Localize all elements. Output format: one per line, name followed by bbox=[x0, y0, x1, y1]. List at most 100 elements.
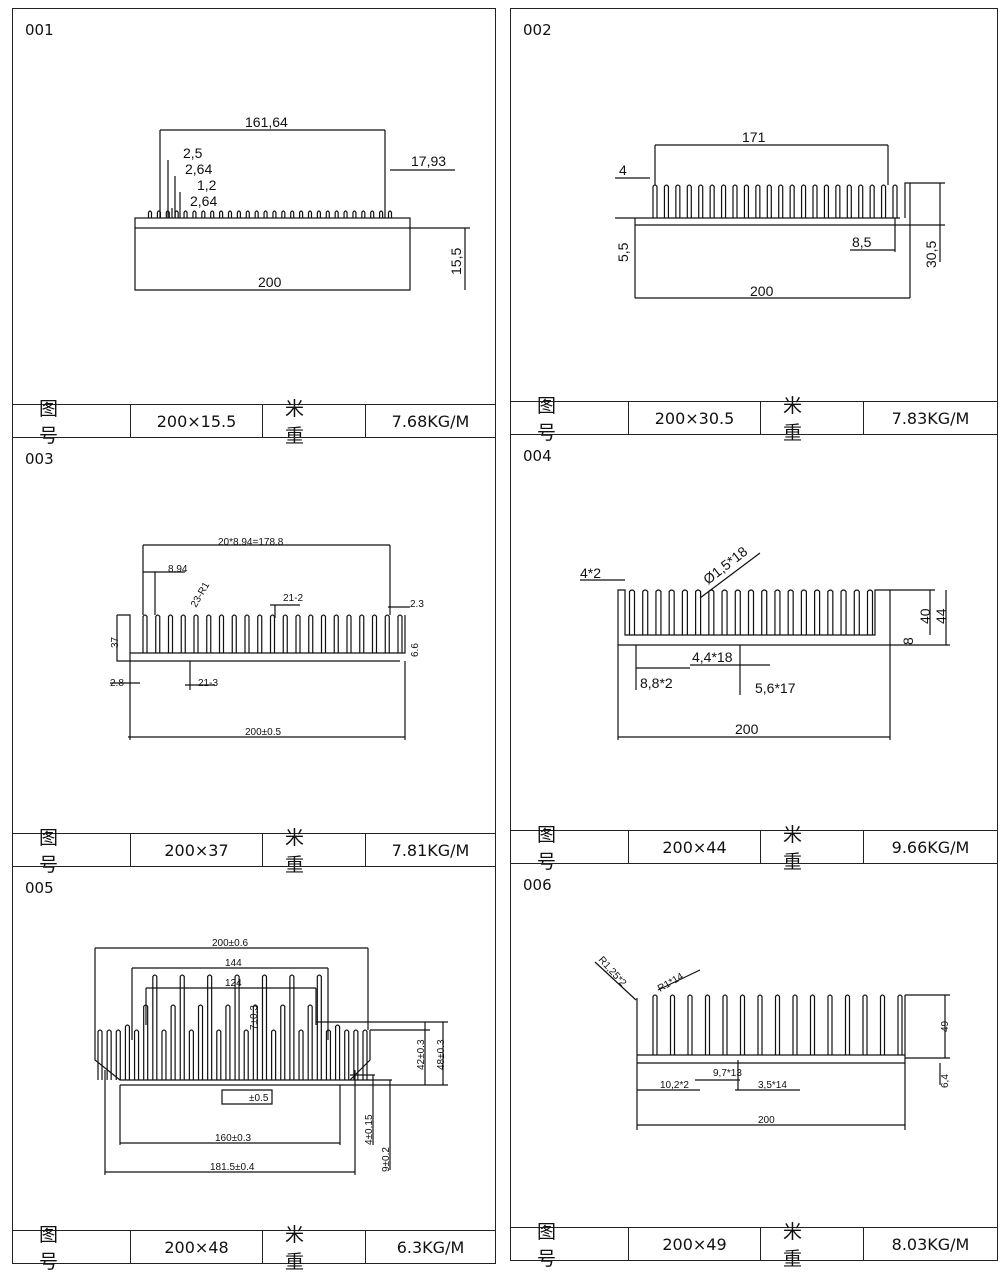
panel-005: 005 图号 200×48 米重 6.3KG/M bbox=[12, 866, 496, 1273]
dim-label: 37 bbox=[110, 636, 121, 648]
fin bbox=[362, 1029, 368, 1080]
fin bbox=[766, 184, 772, 218]
fin bbox=[732, 184, 738, 218]
dim-label: 4±0.15 bbox=[364, 1114, 375, 1145]
fin bbox=[787, 589, 794, 635]
dim-label: 23-R1 bbox=[189, 580, 212, 609]
dim-label: 2.3 bbox=[410, 599, 424, 610]
weight-value: 7.83KG/M bbox=[891, 408, 970, 428]
dim-label: 181.5±0.4 bbox=[210, 1162, 255, 1173]
fin bbox=[290, 210, 295, 218]
dim-label: 21-2 bbox=[283, 593, 303, 604]
dim-label: 8,8*2 bbox=[640, 675, 673, 691]
drawing-id: 006 bbox=[523, 876, 552, 894]
dim-label: 44 bbox=[933, 608, 949, 624]
fin bbox=[298, 1029, 304, 1080]
dim-label: 8,5 bbox=[852, 234, 872, 250]
fin bbox=[387, 210, 393, 218]
fin bbox=[316, 210, 321, 218]
fin bbox=[352, 210, 357, 218]
fin bbox=[308, 614, 314, 653]
fin bbox=[827, 994, 833, 1055]
fin bbox=[359, 614, 365, 653]
dim-label: 144 bbox=[225, 958, 242, 969]
info-row: 图号 200×30.5 米重 7.83KG/M bbox=[511, 395, 997, 444]
fin bbox=[106, 1029, 112, 1080]
fin bbox=[866, 589, 874, 635]
fin bbox=[663, 184, 670, 218]
fin bbox=[152, 974, 158, 1080]
fin bbox=[642, 589, 649, 635]
fin bbox=[814, 589, 821, 635]
fin bbox=[180, 614, 186, 653]
dimension-lines bbox=[580, 552, 950, 740]
fin bbox=[325, 210, 330, 218]
dimension-lines bbox=[615, 144, 945, 299]
drawing-id: 004 bbox=[523, 447, 552, 465]
dim-label: 200 bbox=[750, 283, 774, 299]
fin bbox=[183, 210, 188, 218]
fin bbox=[197, 1004, 204, 1080]
dimension-lines bbox=[110, 544, 410, 740]
fin bbox=[243, 1029, 249, 1080]
dim-label: R1*14 bbox=[656, 971, 686, 995]
dim-label: 5,6*17 bbox=[755, 680, 796, 696]
fin bbox=[755, 184, 761, 218]
fin bbox=[371, 614, 378, 653]
fin bbox=[761, 589, 768, 635]
fin bbox=[289, 974, 295, 1080]
dim-label: 2,5 bbox=[183, 145, 203, 161]
fin bbox=[846, 184, 852, 218]
fin bbox=[193, 614, 199, 653]
dim-label: 200 bbox=[258, 274, 282, 290]
fin bbox=[165, 210, 170, 218]
fin bbox=[880, 184, 887, 218]
fin bbox=[236, 210, 241, 218]
dim-label: 4*2 bbox=[580, 565, 601, 581]
dim-label: 160±0.3 bbox=[215, 1133, 252, 1144]
fin bbox=[244, 614, 250, 653]
weight-value: 7.81KG/M bbox=[391, 840, 470, 860]
fin bbox=[708, 589, 715, 635]
dim-label: 200±0.6 bbox=[212, 938, 249, 949]
fin bbox=[282, 614, 288, 653]
fin bbox=[722, 994, 728, 1055]
fin bbox=[156, 210, 161, 218]
fin bbox=[687, 994, 693, 1055]
dim-label: 20*8.94=178.8 bbox=[218, 537, 284, 548]
fin bbox=[869, 184, 875, 218]
fin bbox=[862, 994, 868, 1055]
fin bbox=[757, 994, 763, 1055]
fin bbox=[698, 184, 704, 218]
fin bbox=[218, 614, 225, 653]
profile-002-drawing: 171 4 5,5 8,5 30,5 200 bbox=[615, 129, 945, 299]
size-value: 200×49 bbox=[629, 1228, 761, 1260]
drawing-id: 003 bbox=[25, 450, 54, 468]
dim-label: 10,2*2 bbox=[660, 1080, 689, 1091]
profile-004-drawing: 4*2 Ø1,5*18 40 44 8 4,4*18 8,8*2 5,6*17 … bbox=[580, 543, 950, 740]
fin bbox=[800, 184, 807, 218]
fin bbox=[343, 210, 348, 218]
dim-label: ±0.5 bbox=[249, 1093, 269, 1104]
dim-label: 200±0.5 bbox=[245, 727, 282, 738]
panel-002: 002 图号 200×30.5 米重 7.83KG/M bbox=[510, 8, 998, 444]
drawing-id: 002 bbox=[523, 21, 552, 39]
profile-base bbox=[134, 217, 411, 229]
fin bbox=[334, 1024, 341, 1080]
fin bbox=[147, 210, 153, 218]
profile-003-drawing: 20*8.94=178.8 8.94 23-R1 21-2 2.3 37 6.6… bbox=[110, 537, 424, 740]
fin bbox=[269, 614, 276, 653]
fin bbox=[188, 1029, 194, 1080]
fin bbox=[840, 589, 847, 635]
fin bbox=[155, 614, 161, 653]
fin bbox=[739, 994, 746, 1055]
fin bbox=[858, 184, 864, 218]
fin bbox=[361, 210, 366, 218]
fin bbox=[669, 994, 676, 1055]
fin bbox=[346, 614, 352, 653]
dim-label: 30,5 bbox=[923, 241, 939, 268]
dim-label: 9±0.2 bbox=[381, 1147, 392, 1172]
fin bbox=[675, 184, 681, 218]
fin bbox=[254, 210, 259, 218]
dim-label: 161,64 bbox=[245, 114, 288, 130]
